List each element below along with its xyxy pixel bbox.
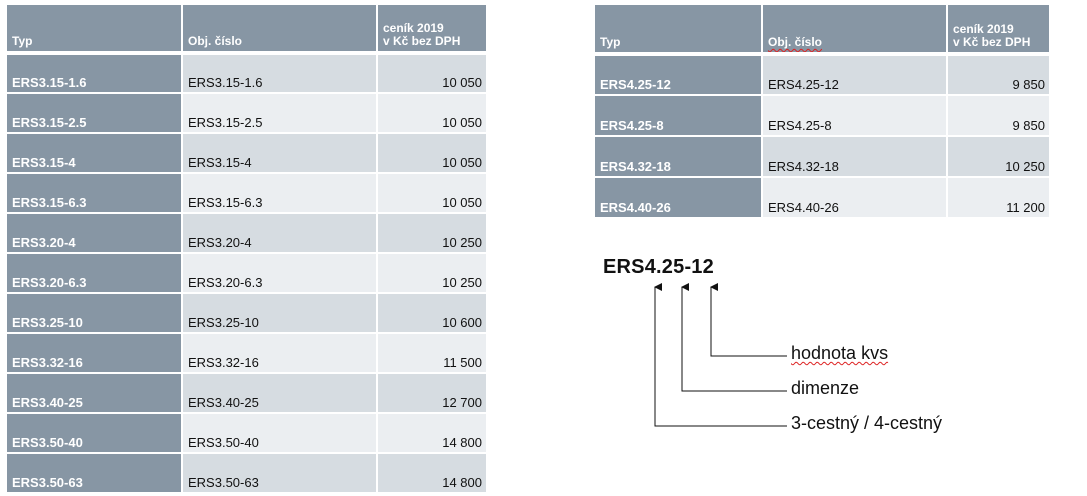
cell-typ: ERS3.32-16: [7, 333, 183, 374]
cell-price: 10 050: [377, 93, 488, 134]
cell-typ: ERS3.15-4: [7, 133, 183, 174]
cell-price: 12 700: [377, 373, 488, 414]
header-typ: Typ: [7, 5, 183, 55]
cell-typ: ERS3.40-25: [7, 373, 183, 414]
legend-label-kvs: hodnota kvs: [791, 343, 888, 364]
cell-price: 14 800: [377, 413, 488, 454]
cell-obj-cislo: ERS3.50-63: [182, 453, 378, 494]
cell-typ: ERS3.25-10: [7, 293, 183, 334]
cell-obj-cislo: ERS3.25-10: [182, 293, 378, 334]
header-price-line1: ceník 2019: [383, 21, 444, 35]
cell-price: 10 050: [377, 53, 488, 94]
legend-label-cestny: 3-cestný / 4-cestný: [791, 413, 943, 433]
cell-typ: ERS3.20-4: [7, 213, 183, 254]
arrow-dimenze: [681, 283, 787, 392]
cell-obj-cislo: ERS4.25-12: [762, 54, 948, 96]
cell-obj-cislo: ERS3.15-2.5: [182, 93, 378, 134]
cell-typ: ERS4.40-26: [595, 177, 763, 219]
legend-label-kvs-text: hodnota kvs: [791, 343, 889, 363]
cell-typ: ERS3.50-63: [7, 453, 183, 494]
cell-typ: ERS4.32-18: [595, 136, 763, 178]
cell-price: 10 050: [377, 133, 488, 174]
cell-price: 10 250: [947, 136, 1051, 178]
legend-label-dimenze: dimenze: [791, 378, 860, 398]
cell-obj-cislo: ERS4.32-18: [762, 136, 948, 178]
header-typ: Typ: [595, 5, 763, 56]
cell-typ: ERS3.50-40: [7, 413, 183, 454]
header-price-line1: ceník 2019: [953, 22, 1014, 36]
cell-obj-cislo: ERS3.20-4: [182, 213, 378, 254]
cell-price: 11 500: [377, 333, 488, 374]
header-obj-cislo: Obj. číslo: [182, 5, 378, 55]
header-price-line2: v Kč bez DPH: [383, 34, 461, 48]
cell-obj-cislo: ERS4.25-8: [762, 95, 948, 137]
cell-price: 10 600: [377, 293, 488, 334]
cell-typ: ERS3.20-6.3: [7, 253, 183, 294]
cell-typ: ERS4.25-12: [595, 54, 763, 96]
arrow-cestny: [654, 283, 787, 427]
arrow-kvs: [710, 283, 787, 357]
cell-price: 11 200: [947, 177, 1051, 219]
cell-obj-cislo: ERS3.20-6.3: [182, 253, 378, 294]
cell-typ: ERS4.25-8: [595, 95, 763, 137]
cell-typ: ERS3.15-1.6: [7, 53, 183, 94]
cell-typ: ERS3.15-6.3: [7, 173, 183, 214]
cell-price: 10 250: [377, 253, 488, 294]
header-price-line2: v Kč bez DPH: [953, 35, 1031, 49]
cell-obj-cislo: ERS3.15-1.6: [182, 53, 378, 94]
cell-obj-cislo: ERS3.15-6.3: [182, 173, 378, 214]
header-obj-cislo: Obj. číslo: [762, 5, 948, 56]
cell-typ: ERS3.15-2.5: [7, 93, 183, 134]
cell-obj-cislo: ERS3.15-4: [182, 133, 378, 174]
legend-code: ERS4.25-12: [603, 256, 714, 278]
header-obj-cislo-text: Obj. číslo: [768, 35, 823, 49]
cell-price: 10 250: [377, 213, 488, 254]
cell-obj-cislo: ERS4.40-26: [762, 177, 948, 219]
cell-obj-cislo: ERS3.40-25: [182, 373, 378, 414]
cell-price: 14 800: [377, 453, 488, 494]
cell-obj-cislo: ERS3.50-40: [182, 413, 378, 454]
cell-price: 9 850: [947, 95, 1051, 137]
cell-obj-cislo: ERS3.32-16: [182, 333, 378, 374]
cell-price: 10 050: [377, 173, 488, 214]
cell-price: 9 850: [947, 54, 1051, 96]
